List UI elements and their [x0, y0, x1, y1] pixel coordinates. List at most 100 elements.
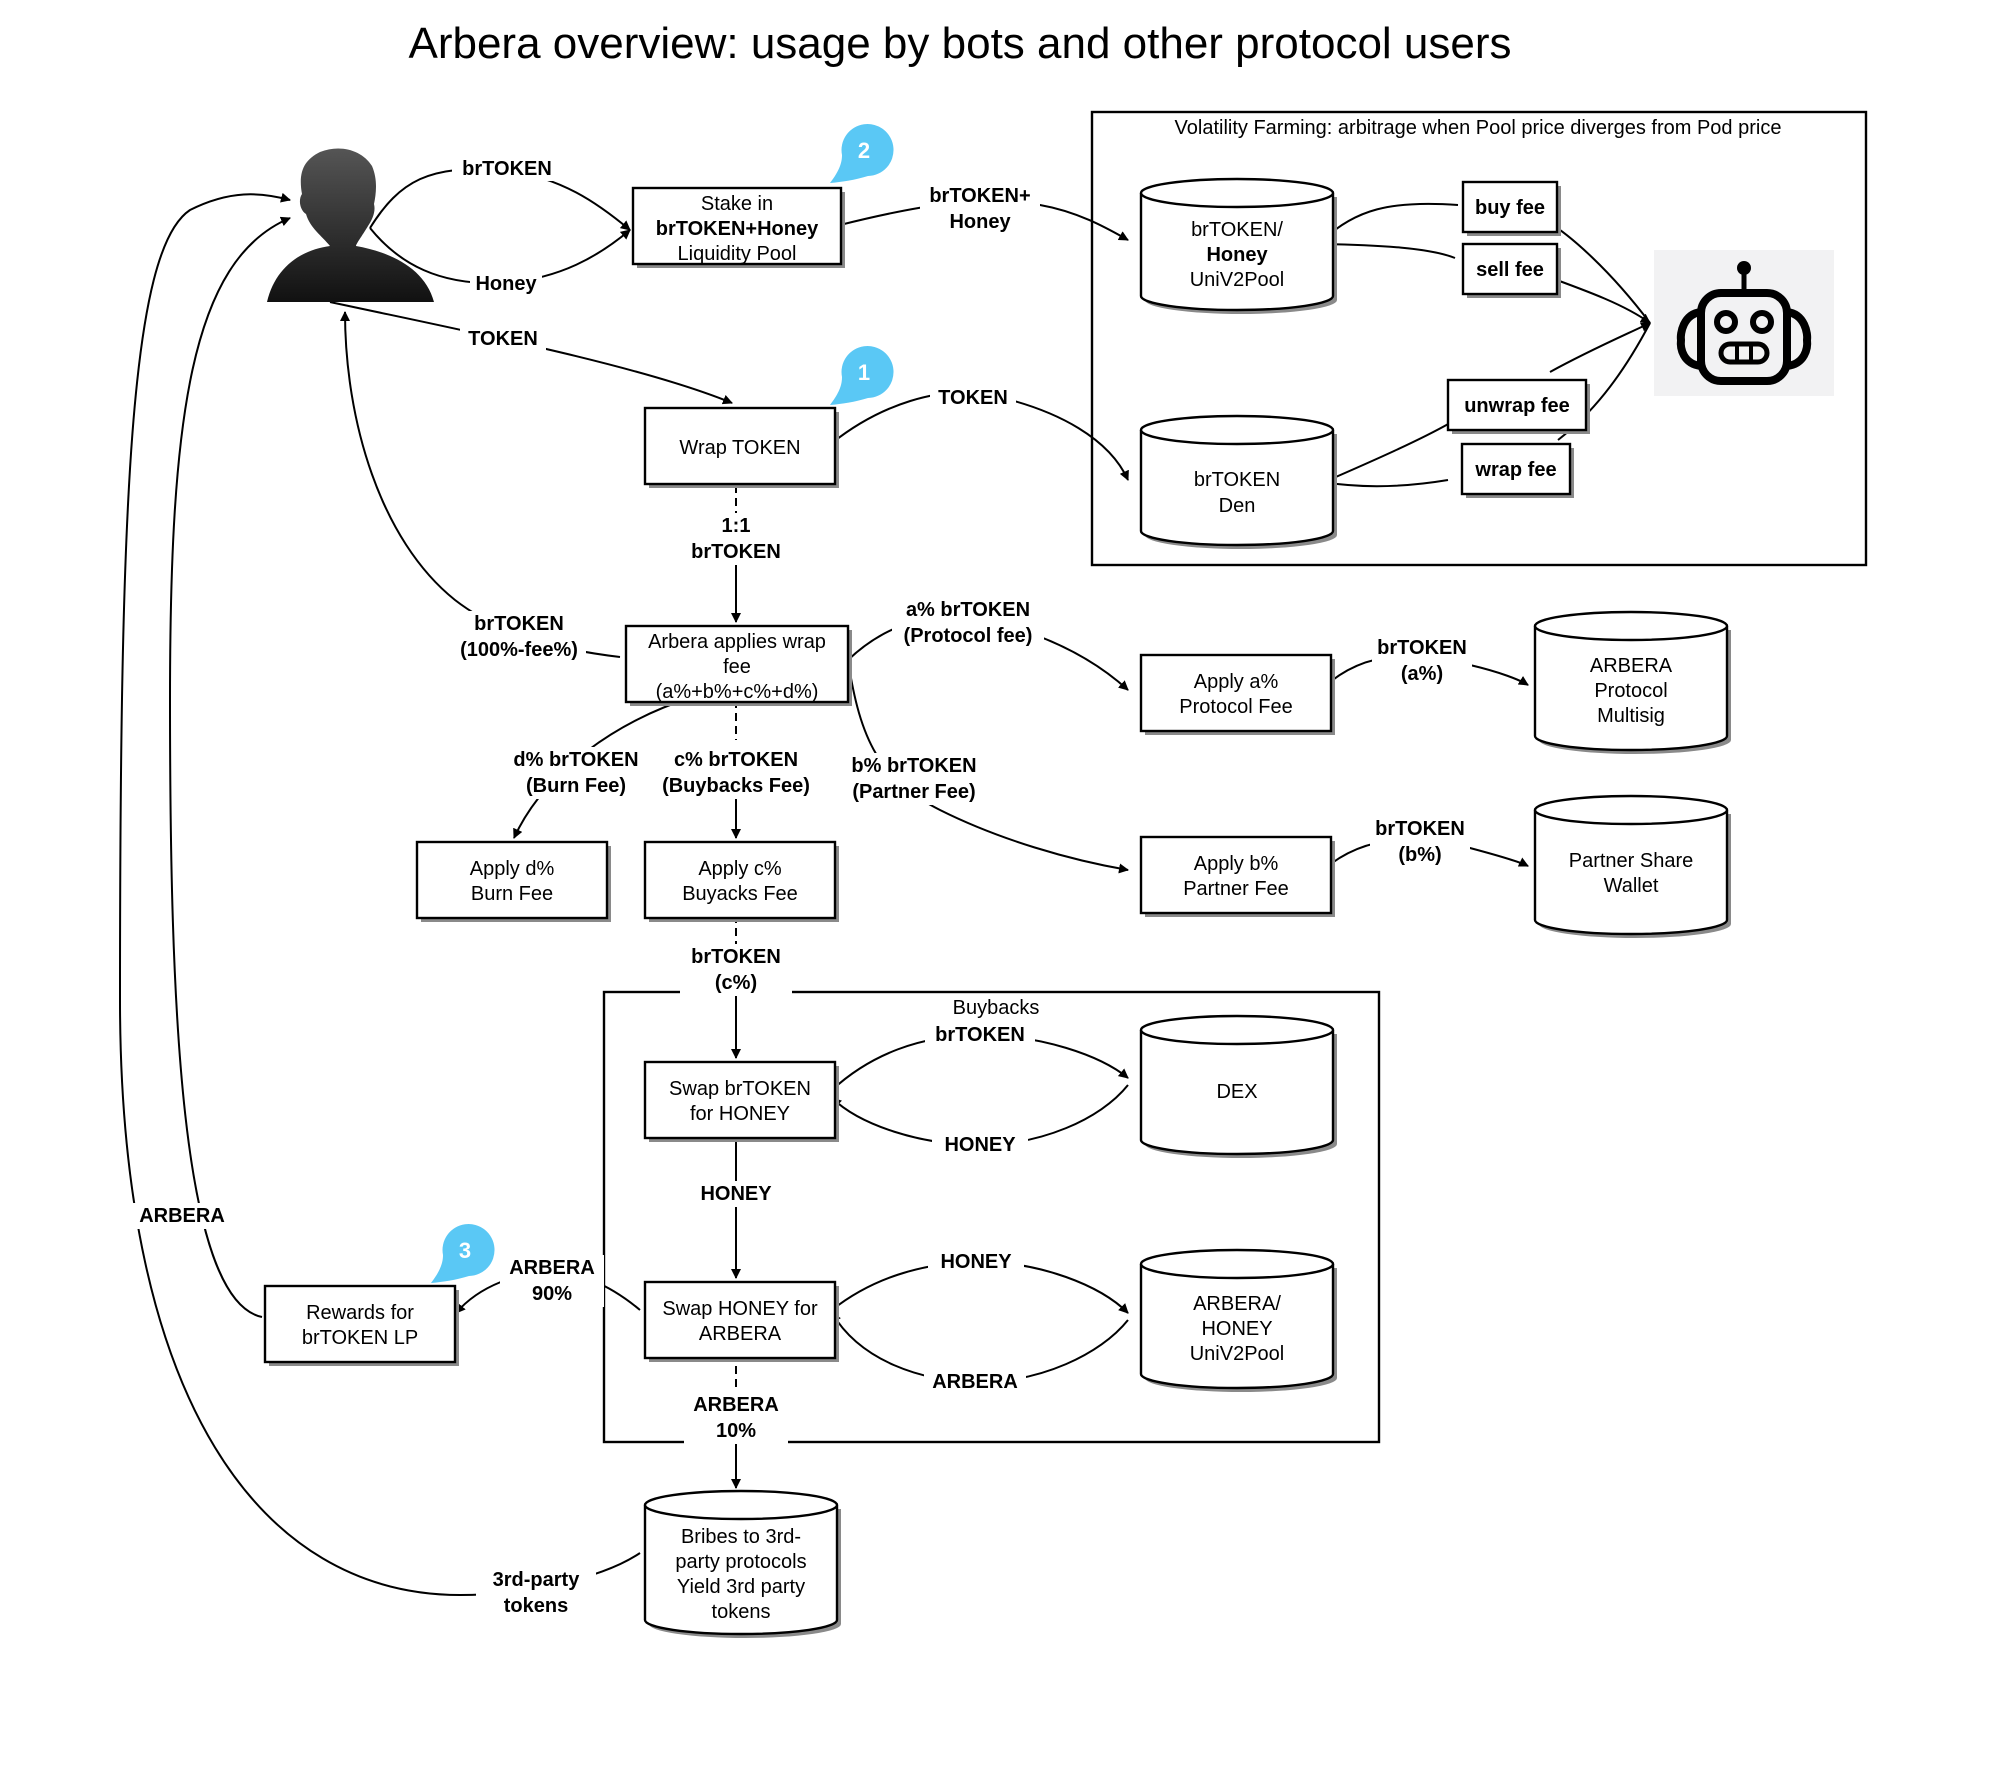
partner-fee-node: Apply b% Partner Fee [1139, 835, 1335, 917]
brtoken-den-cylinder: brTOKEN Den [1139, 414, 1337, 549]
svg-text:party protocols: party protocols [675, 1551, 806, 1573]
bribes-cylinder: Bribes to 3rd- party protocols Yield 3rd… [643, 1489, 841, 1638]
svg-text:Partner Fee: Partner Fee [1183, 878, 1289, 900]
svg-text:Wallet: Wallet [1604, 875, 1659, 897]
applies-wrap-fee-node: Arbera applies wrap fee (a%+b%+c%+d%) [624, 624, 852, 706]
label-to-buybacks-2: (c%) [715, 972, 757, 994]
svg-text:Swap HONEY for: Swap HONEY for [662, 1298, 818, 1320]
svg-text:fee: fee [723, 656, 751, 678]
svg-text:unwrap fee: unwrap fee [1464, 395, 1570, 417]
user-silhouette-icon [267, 148, 434, 302]
label-one-to-one-2: brTOKEN [691, 541, 781, 563]
edge-wrap-fee-to-den [1322, 478, 1449, 489]
label-bribes-to-user-2: tokens [504, 1595, 568, 1617]
svg-text:tokens: tokens [712, 1601, 771, 1623]
svg-text:Liquidity Pool: Liquidity Pool [678, 243, 797, 265]
protocol-fee-node: Apply a% Protocol Fee [1139, 653, 1335, 735]
edge-rewards-to-user [168, 216, 291, 1318]
svg-text:Multisig: Multisig [1597, 705, 1665, 727]
svg-text:Honey: Honey [1206, 244, 1268, 266]
label-buybacks-2: (Buybacks Fee) [662, 775, 810, 797]
label-stake-to-pool-1: brTOKEN+ [929, 185, 1030, 207]
label-brtoken-in: brTOKEN [462, 158, 552, 180]
label-to-partner-wallet-1: brTOKEN [1375, 818, 1465, 840]
svg-text:Protocol: Protocol [1594, 680, 1667, 702]
arbera-honey-pool-cylinder: ARBERA/ HONEY UniV2Pool [1139, 1248, 1337, 1392]
wrap-token-node: Wrap TOKEN [643, 406, 839, 488]
svg-text:Apply a%: Apply a% [1194, 671, 1279, 693]
edge-buy-fee-to-pool [1322, 202, 1459, 241]
svg-text:3: 3 [459, 1238, 471, 1263]
partner-wallet-cylinder: Partner Share Wallet [1533, 794, 1731, 938]
label-honey-in: Honey [475, 273, 537, 295]
svg-text:wrap fee: wrap fee [1474, 459, 1556, 481]
label-partner-1: b% brTOKEN [851, 755, 976, 777]
svg-text:Den: Den [1219, 495, 1256, 517]
step-marker-2: 2 [830, 124, 894, 183]
label-burn-2: (Burn Fee) [526, 775, 626, 797]
label-to-rewards-1: ARBERA [509, 1257, 595, 1279]
edge-unwrap-fee-to-bot [1549, 322, 1651, 373]
buybacks-group [602, 990, 1381, 1444]
svg-text:2: 2 [858, 138, 870, 163]
diagram-title: Arbera overview: usage by bots and other… [408, 19, 1511, 68]
svg-text:for HONEY: for HONEY [690, 1103, 790, 1125]
edge-bribes-to-user [118, 192, 641, 1597]
label-to-dex: brTOKEN [935, 1024, 1025, 1046]
svg-text:brTOKEN LP: brTOKEN LP [302, 1327, 418, 1349]
svg-text:Burn Fee: Burn Fee [471, 883, 553, 905]
robot-icon [1654, 250, 1834, 396]
svg-text:Rewards for: Rewards for [306, 1302, 414, 1324]
volatility-farming-group [1090, 110, 1868, 567]
edge-pool-to-sell-fee [1321, 243, 1456, 259]
label-back-to-user-1: brTOKEN [474, 613, 564, 635]
univ2pool-cylinder: brTOKEN/ Honey UniV2Pool [1139, 177, 1337, 314]
svg-text:Apply c%: Apply c% [698, 858, 782, 880]
label-to-buybacks-1: brTOKEN [691, 946, 781, 968]
label-to-bribes-2: 10% [716, 1420, 756, 1442]
svg-text:Protocol Fee: Protocol Fee [1179, 696, 1292, 718]
buy-fee-node: buy fee [1461, 180, 1561, 236]
rewards-node: Rewards for brTOKEN LP [263, 1284, 459, 1366]
svg-text:buy fee: buy fee [1475, 197, 1545, 219]
svg-text:brTOKEN+Honey: brTOKEN+Honey [656, 218, 819, 240]
label-honey-down: HONEY [700, 1183, 772, 1205]
label-protocol-fee-2: (Protocol fee) [904, 625, 1033, 647]
label-to-arbera-pool: HONEY [940, 1251, 1012, 1273]
label-protocol-fee-1: a% brTOKEN [906, 599, 1030, 621]
svg-text:Swap brTOKEN: Swap brTOKEN [669, 1078, 811, 1100]
stake-liquidity-pool-node: Stake in brTOKEN+Honey Liquidity Pool [631, 186, 845, 268]
svg-text:DEX: DEX [1216, 1081, 1257, 1103]
svg-text:UniV2Pool: UniV2Pool [1190, 269, 1285, 291]
label-to-multisig-1: brTOKEN [1377, 637, 1467, 659]
burn-fee-node: Apply d% Burn Fee [415, 840, 611, 922]
svg-text:Arbera applies wrap: Arbera applies wrap [648, 631, 826, 653]
edge-token-to-wrap [329, 301, 733, 405]
label-to-rewards-2: 90% [532, 1283, 572, 1305]
label-to-bribes-1: ARBERA [693, 1394, 779, 1416]
svg-text:brTOKEN: brTOKEN [1194, 469, 1280, 491]
svg-text:Bribes to 3rd-: Bribes to 3rd- [681, 1526, 801, 1548]
edge-applies-to-partner-fee [847, 659, 1129, 874]
label-stake-to-pool-2: Honey [949, 211, 1011, 233]
svg-text:ARBERA: ARBERA [699, 1323, 782, 1345]
edge-den-to-unwrap-fee [1321, 422, 1451, 484]
svg-text:Stake in: Stake in [701, 193, 773, 215]
label-bribes-to-user-1: 3rd-party [493, 1569, 581, 1591]
label-to-multisig-2: (a%) [1401, 663, 1443, 685]
label-rewards-to-user: ARBERA [139, 1205, 225, 1227]
swap-honey-node: Swap HONEY for ARBERA [643, 1280, 839, 1362]
label-buybacks-1: c% brTOKEN [674, 749, 798, 771]
label-back-to-user-2: (100%-fee%) [460, 639, 578, 661]
svg-text:1: 1 [858, 360, 870, 385]
label-token-in: TOKEN [468, 328, 538, 350]
step-marker-1: 1 [830, 346, 894, 405]
buybacks-group-title: Buybacks [953, 997, 1040, 1019]
label-from-dex: HONEY [944, 1134, 1016, 1156]
svg-text:brTOKEN/: brTOKEN/ [1191, 219, 1283, 241]
unwrap-fee-node: unwrap fee [1446, 378, 1590, 434]
label-one-to-one-1: 1:1 [722, 515, 751, 537]
svg-text:ARBERA: ARBERA [1590, 655, 1673, 677]
svg-text:(a%+b%+c%+d%): (a%+b%+c%+d%) [656, 681, 819, 703]
